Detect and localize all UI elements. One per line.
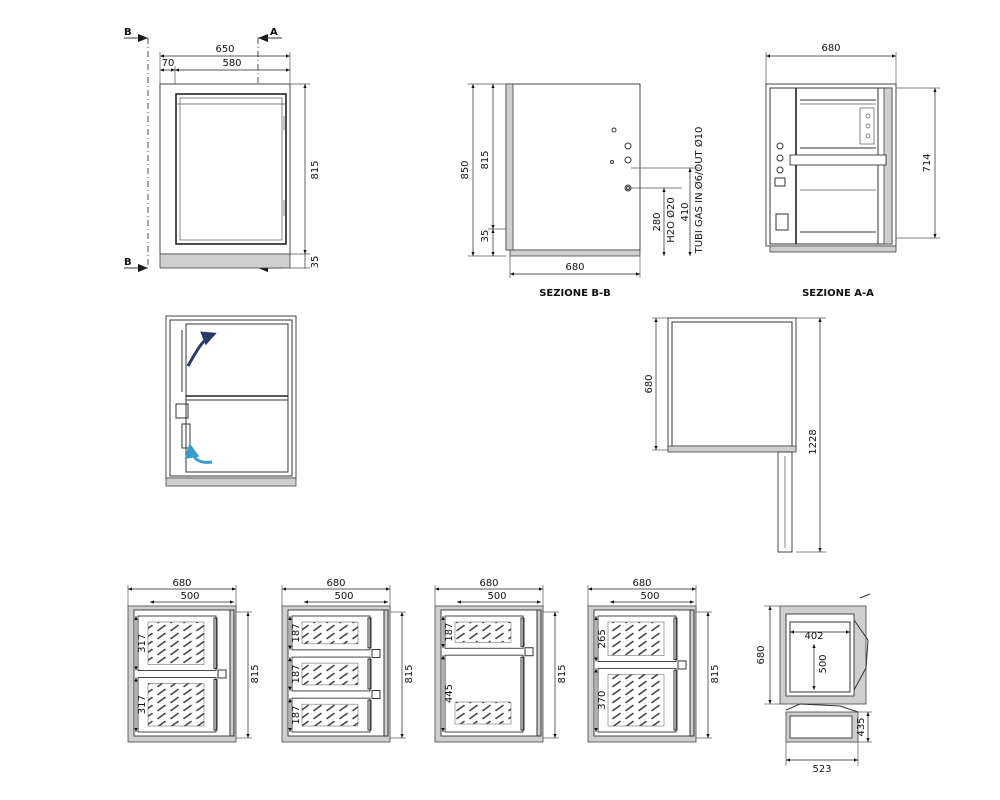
config-inner-label: 500: [180, 591, 199, 602]
config-height-label: 815: [557, 664, 568, 683]
drawer-vent: [147, 621, 205, 665]
config-width-label: 680: [326, 578, 345, 589]
configuration-4: 680 500 815 265 370: [587, 578, 721, 743]
dim-base-bb: 35: [480, 230, 491, 243]
section-bb: 850 815 35 680 280 H2O Ø20 410 TUBI GAS …: [460, 83, 705, 299]
drawer-slide: [213, 678, 218, 731]
drawer-slide: [520, 617, 525, 647]
drawer-height-label: 187: [291, 706, 302, 725]
section-mark-b-top: B: [124, 27, 132, 38]
cold-air-arrow: [184, 443, 213, 464]
drawer-height-label: 265: [597, 629, 608, 648]
drawer-stop: [524, 647, 534, 657]
drawer-vent: [147, 683, 205, 727]
configuration-2: 680 500 815 187 187 187: [281, 578, 415, 743]
section-mark-b-bottom: B: [124, 257, 132, 268]
drawer-configurations: 680 500 815 317 317 680 500 815 187 187 187 680 500 8…: [127, 578, 721, 743]
config-inner-label: 500: [487, 591, 506, 602]
drawer-detail: 680 402 500 435 523: [756, 593, 872, 775]
dim-offset: 70: [162, 58, 175, 69]
drawer-stop: [371, 648, 381, 658]
configuration-1: 680 500 815 317 317: [127, 578, 261, 743]
drawer-height-label: 187: [291, 664, 302, 683]
label-gas: TUBI GAS IN Ø6/OUT Ø10: [693, 127, 705, 255]
dim-depth-top: 680: [644, 374, 655, 393]
door-profile: [883, 87, 893, 245]
dim-detail-bottom: 523: [812, 764, 831, 775]
drawer-vent: [454, 621, 512, 643]
dim-body-height: 815: [480, 150, 491, 169]
config-inner-label: 500: [640, 591, 659, 602]
section-aa: 680 714 SEZIONE A-A: [765, 43, 940, 299]
drawer-vent: [454, 701, 512, 725]
drawer-vent: [301, 703, 359, 727]
drawer-height-label: 317: [137, 695, 148, 714]
top-view: 680 1228: [644, 317, 826, 553]
drawer-slide: [367, 699, 372, 731]
shelf-rail: [789, 154, 887, 166]
detail-drawer: [785, 613, 855, 697]
drawer-vent: [301, 621, 359, 645]
drawer-height-label: 187: [291, 623, 302, 642]
config-height-label: 815: [404, 664, 415, 683]
front-view: B B A A 650 70 580 815 35: [124, 27, 321, 272]
config-height-label: 815: [710, 664, 721, 683]
dim-h2o-height: 280: [652, 212, 663, 231]
top-view-outline: [667, 317, 797, 451]
config-width-label: 680: [172, 578, 191, 589]
dim-width-aa: 680: [821, 43, 840, 54]
drawer-height-label: 370: [597, 691, 608, 710]
drawer-stop: [217, 669, 227, 679]
drawer-slide: [673, 669, 678, 731]
cabinet-base: [159, 253, 291, 269]
dim-gas-height: 410: [680, 202, 691, 221]
dim-height: 815: [310, 160, 321, 179]
dim-total-height: 850: [460, 160, 471, 179]
config-width-label: 680: [632, 578, 651, 589]
section-mark-a-top: A: [270, 27, 278, 38]
dim-detail-height: 435: [856, 717, 867, 736]
section-bb-title: SEZIONE B-B: [539, 288, 611, 299]
drawer-slide: [367, 658, 372, 690]
dim-detail-length: 500: [818, 654, 829, 673]
drawer-vent: [607, 674, 665, 727]
door-edge: [505, 83, 514, 251]
drawer-slide: [673, 617, 678, 661]
configuration-3: 680 500 815 187 445: [434, 578, 568, 743]
config-inner-label: 500: [334, 591, 353, 602]
glass-door: [175, 93, 287, 245]
drawer-vent: [301, 662, 359, 686]
drawer-height-label: 187: [444, 623, 455, 642]
section-aa-title: SEZIONE A-A: [802, 288, 874, 299]
drawer-stop: [371, 690, 381, 700]
dim-depth-bb: 680: [565, 262, 584, 273]
drawer-height-label: 445: [444, 684, 455, 703]
dim-overall-width: 650: [215, 44, 234, 55]
config-width-label: 680: [479, 578, 498, 589]
airflow-view: [165, 315, 297, 487]
dim-height-aa: 714: [922, 153, 933, 172]
label-h2o: H2O Ø20: [665, 197, 677, 243]
config-height-label: 815: [250, 664, 261, 683]
dim-inner-width: 580: [222, 58, 241, 69]
drawer-stop: [677, 660, 687, 670]
cabinet-body: [159, 83, 291, 255]
hot-air-arrow: [186, 331, 217, 367]
drawer-slide: [520, 656, 525, 731]
dim-open-depth: 1228: [808, 429, 819, 454]
dim-detail-depth: 680: [756, 645, 767, 664]
dim-base: 35: [310, 256, 321, 269]
drawer-vent: [607, 621, 665, 656]
side-panel: [505, 83, 641, 251]
drawer-slide: [367, 617, 372, 649]
dim-detail-width: 402: [804, 631, 823, 642]
drawer-height-label: 317: [137, 634, 148, 653]
drawer-slide: [213, 617, 218, 670]
